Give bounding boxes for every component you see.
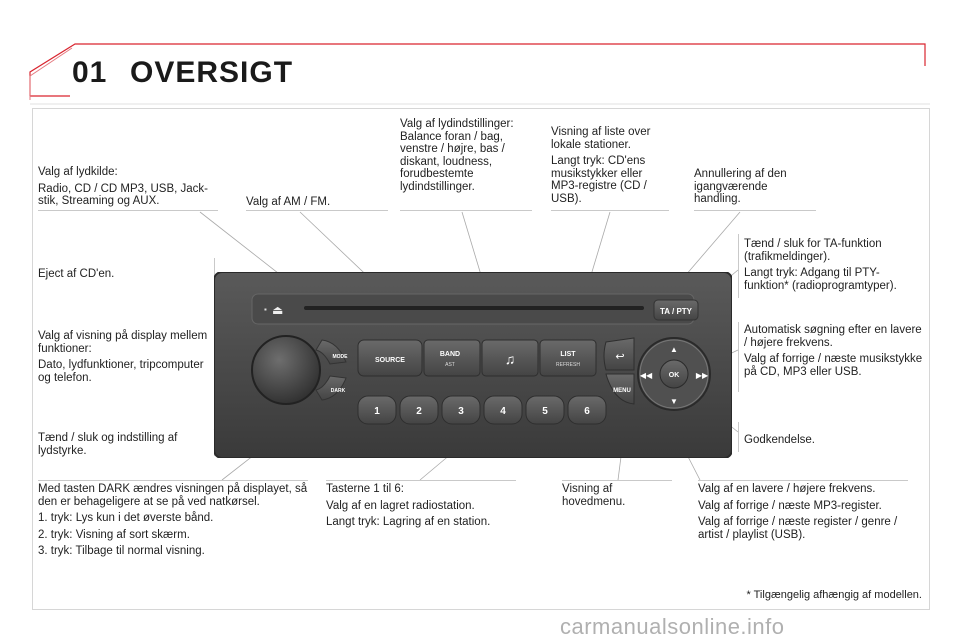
preset-label: 4	[500, 406, 506, 417]
label-sound: Valg af lydindstillinger: Balance foran …	[400, 118, 514, 193]
header-accent	[29, 43, 930, 105]
music-note-icon: ♫	[505, 351, 516, 367]
watermark: carmanualsonline.info	[560, 614, 785, 639]
label-search: Automatisk søgning efter en lavere / høj…	[744, 324, 923, 378]
preset-buttons: 1 2 3 4 5 6	[357, 395, 607, 425]
label-presets: Tasterne 1 til 6: Valg af en lagret radi…	[326, 483, 491, 528]
preset-label: 3	[458, 406, 464, 417]
label-amfm: Valg af AM / FM.	[246, 196, 331, 208]
radio-faceplate: ▪ ⏏ TA / PTY MODE DARK SOURCE BAND AST ♫…	[214, 272, 732, 458]
menu-label: MENU	[613, 388, 631, 394]
up-arrow-icon[interactable]: ▲	[670, 345, 678, 354]
back-arrow-icon: ↩	[615, 351, 624, 363]
list-label: LIST	[560, 351, 576, 358]
preset-button-2[interactable]: 2	[399, 395, 439, 425]
band-label: BAND	[440, 351, 460, 358]
preset-label: 1	[374, 406, 380, 417]
label-ta: Tænd / sluk for TA-funktion (trafikmeldi…	[744, 238, 897, 292]
ok-label: OK	[669, 372, 680, 379]
menu-button[interactable]: MENU	[605, 373, 635, 405]
label-source-body: Radio, CD / CD MP3, USB, Jack-stik, Stre…	[38, 182, 208, 208]
preset-button-4[interactable]: 4	[483, 395, 523, 425]
band-button[interactable]: BAND AST	[423, 339, 481, 377]
preset-label: 5	[542, 406, 548, 417]
source-button[interactable]: SOURCE	[357, 339, 423, 377]
preset-button-6[interactable]: 6	[567, 395, 607, 425]
label-mode: Valg af visning på display mellem funkti…	[38, 330, 208, 384]
source-label: SOURCE	[375, 357, 405, 364]
preset-label: 6	[584, 406, 590, 417]
sound-settings-button[interactable]: ♫	[481, 339, 539, 377]
ok-button[interactable]: OK	[659, 359, 689, 389]
volume-knob[interactable]	[251, 335, 321, 405]
dark-button[interactable]: DARK	[315, 375, 347, 401]
label-menu: Visning af hovedmenu.	[562, 483, 626, 508]
back-button[interactable]: ↩	[603, 337, 635, 371]
svg-text:⏏: ⏏	[272, 303, 283, 317]
footnote: * Tilgængelig afhængig af modellen.	[746, 589, 922, 601]
label-cancel: Annullering af den igangværende handling…	[694, 168, 787, 205]
chapter-number: 01	[72, 56, 108, 89]
label-source: Valg af lydkilde: Radio, CD / CD MP3, US…	[38, 166, 218, 212]
label-list: Visning af liste over lokale stationer. …	[551, 126, 651, 205]
band-sub-label: AST	[445, 362, 455, 368]
dark-label: DARK	[331, 388, 346, 394]
preset-button-1[interactable]: 1	[357, 395, 397, 425]
label-eject: Eject af CD'en.	[38, 268, 115, 280]
label-volume: Tænd / sluk og indstilling af lydstyrke.	[38, 432, 178, 457]
ta-pty-button[interactable]: TA / PTY	[653, 299, 699, 321]
svg-text:▪: ▪	[264, 305, 267, 314]
label-ok: Godkendelse.	[744, 434, 815, 446]
list-sub-label: REFRESH	[556, 362, 580, 368]
mode-label: MODE	[333, 354, 349, 360]
preset-button-3[interactable]: 3	[441, 395, 481, 425]
ta-pty-label: TA / PTY	[660, 307, 693, 316]
page-title: OVERSIGT	[130, 56, 294, 89]
label-freq: Valg af en lavere / højere frekvens. Val…	[698, 483, 898, 541]
list-button[interactable]: LIST REFRESH	[539, 339, 597, 377]
label-dark: Med tasten DARK ændres visningen på disp…	[38, 483, 308, 557]
preset-label: 2	[416, 406, 422, 417]
fast-forward-icon[interactable]: ▶▶	[696, 371, 709, 380]
eject-button[interactable]: ▪ ⏏	[264, 303, 283, 317]
label-source-title: Valg af lydkilde:	[38, 166, 118, 178]
down-arrow-icon[interactable]: ▼	[670, 397, 678, 406]
preset-button-5[interactable]: 5	[525, 395, 565, 425]
mode-button[interactable]: MODE	[315, 339, 349, 365]
rewind-icon[interactable]: ◀◀	[640, 371, 653, 380]
